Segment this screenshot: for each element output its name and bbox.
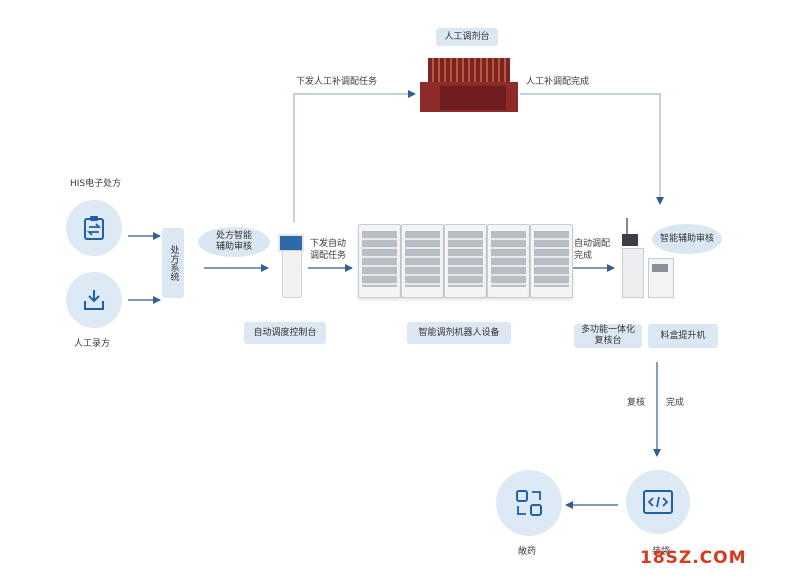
recheck-station-device bbox=[618, 214, 680, 300]
complete-text: 完成 bbox=[666, 398, 685, 408]
auto-done-label: 自动调配 完成 bbox=[574, 239, 611, 261]
bagging-label: 装袋 bbox=[652, 547, 671, 557]
watermark-logo: 18SZ.COM bbox=[640, 548, 747, 568]
manual-station-device bbox=[420, 54, 518, 114]
manual-done-label: 人工补调配完成 bbox=[526, 77, 590, 87]
lift-label: 料盒提升机 bbox=[648, 324, 718, 348]
arrow-console-to-manual-station bbox=[293, 90, 416, 222]
dispense-label: 敞药 bbox=[518, 547, 537, 557]
dispense-node bbox=[496, 470, 562, 536]
his-prescription-node bbox=[66, 200, 122, 256]
code-window-icon bbox=[643, 490, 673, 514]
robot-cabinet-5 bbox=[530, 224, 573, 298]
arrow-manual-station-to-review bbox=[520, 93, 664, 205]
download-tray-icon bbox=[84, 290, 104, 310]
auto-console-label: 自动调度控制台 bbox=[244, 322, 326, 344]
dispatch-task-label: 下发自动 调配任务 bbox=[310, 239, 347, 261]
recheck-station-label: 多功能一体化 复核台 bbox=[574, 324, 642, 348]
aux-review-bubble: 智能辅助审核 bbox=[652, 224, 722, 254]
manual-entry-label: 人工录方 bbox=[74, 339, 111, 349]
robot-cabinet-4 bbox=[487, 224, 530, 298]
his-prescription-label: HIS电子处方 bbox=[70, 179, 122, 189]
auto-console-device bbox=[274, 232, 306, 298]
manual-station-label: 人工调剂台 bbox=[436, 28, 498, 46]
swap-squares-icon bbox=[516, 490, 542, 516]
manual-entry-node bbox=[66, 272, 122, 328]
robot-cabinet-2 bbox=[401, 224, 444, 298]
prescription-system-box: 处方系统 bbox=[162, 228, 184, 298]
clipboard-swap-icon bbox=[84, 216, 104, 240]
smart-review-bubble: 处方智能 辅助审核 bbox=[198, 227, 270, 257]
robot-cabinet-3 bbox=[444, 224, 487, 298]
bagging-node bbox=[626, 470, 690, 534]
robot-device-label: 智能调剂机器人设备 bbox=[407, 322, 511, 344]
robot-cabinet-1 bbox=[358, 224, 401, 298]
manual-task-label: 下发人工补调配任务 bbox=[296, 77, 378, 87]
recheck-text: 复核 bbox=[627, 398, 646, 408]
